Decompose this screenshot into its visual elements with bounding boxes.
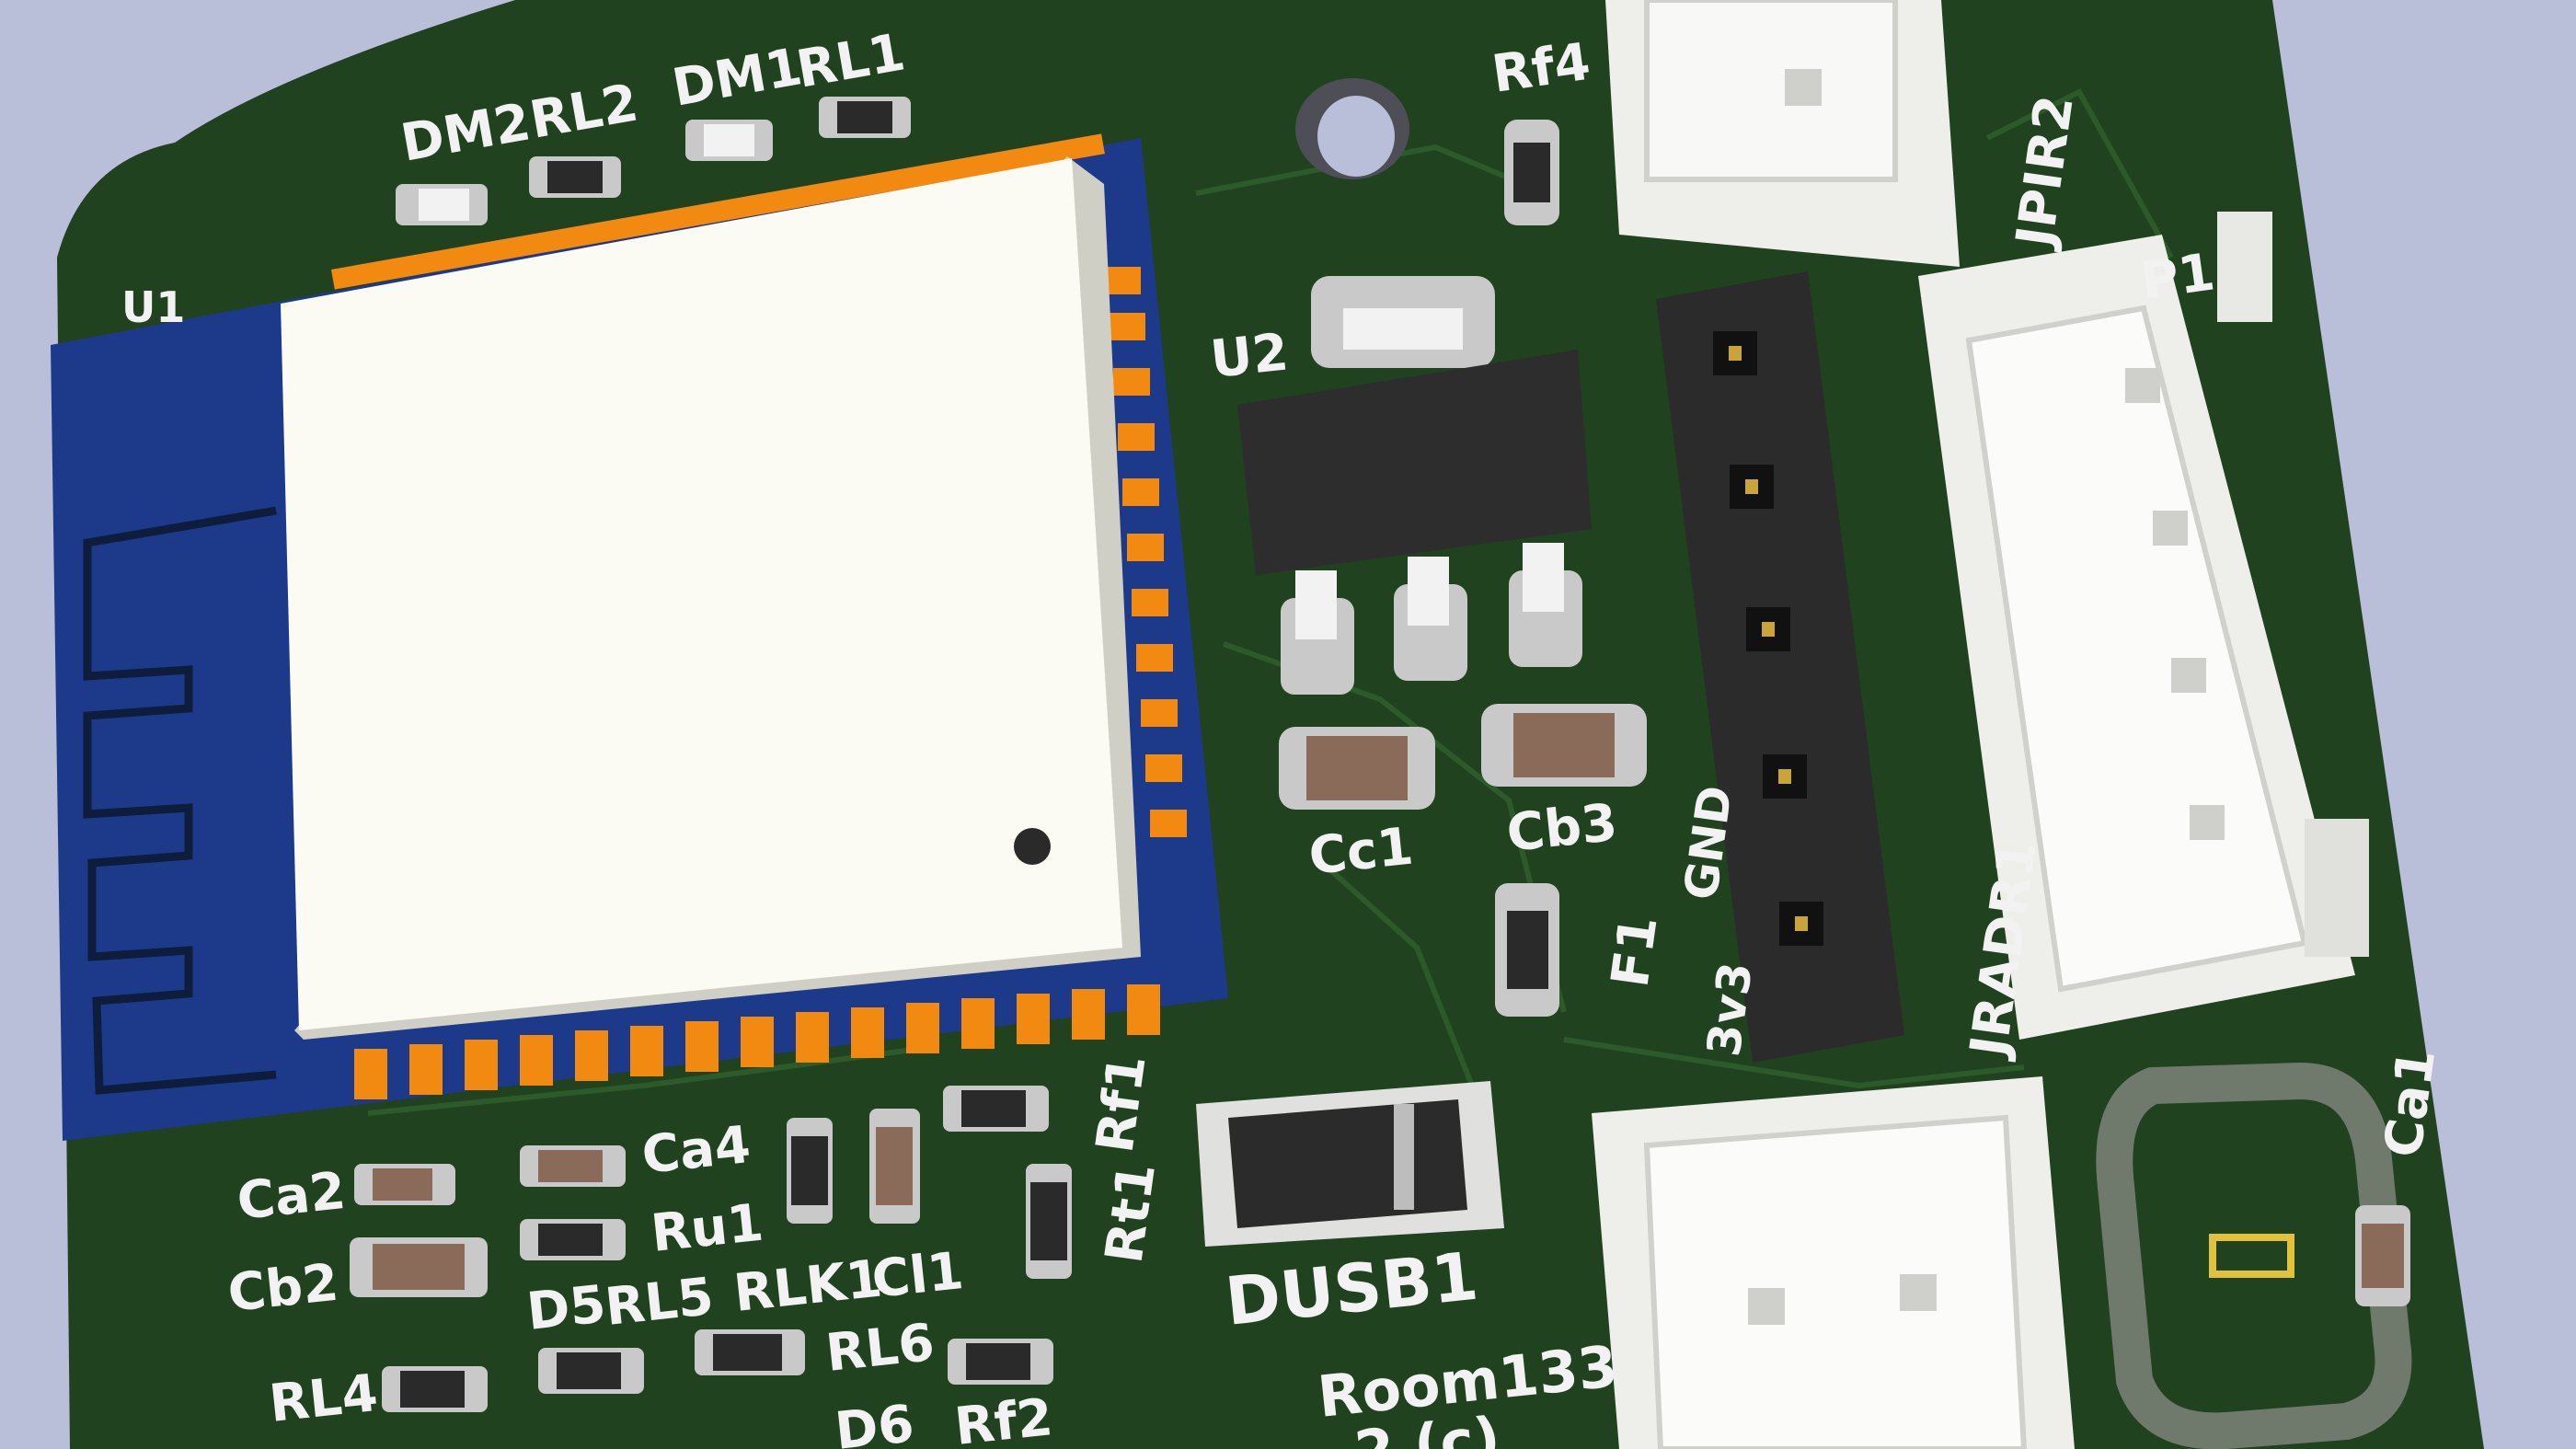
- label-d5: D5: [524, 1274, 609, 1342]
- label-rl5: RL5: [603, 1267, 717, 1338]
- label-f1: F1: [1600, 912, 1669, 991]
- resistor-rf4: [1504, 120, 1559, 225]
- voltage-regulator: [1237, 276, 1592, 695]
- esp32-module: [51, 133, 1228, 1141]
- label-p1: P1: [2137, 242, 2218, 312]
- label-cc1: Cc1: [1306, 816, 1416, 886]
- label-cb2: Cb2: [225, 1253, 341, 1324]
- label-ru1: Ru1: [649, 1193, 766, 1264]
- label-rf1: Rf1: [1085, 1051, 1157, 1156]
- label-rl6: RL6: [823, 1313, 937, 1384]
- mounting-hole-inner: [1317, 96, 1395, 177]
- regulator-body: [1237, 350, 1592, 575]
- small-components-top: [396, 97, 911, 225]
- label-3v3: 3v3: [1696, 959, 1763, 1059]
- label-u1: U1: [121, 282, 185, 332]
- label-cl1: Cl1: [869, 1241, 967, 1310]
- label-d6: D6: [833, 1394, 917, 1449]
- right-pads: [1104, 267, 1187, 837]
- shield-can: [281, 158, 1122, 1030]
- silkscreen-labels: DM2 RL2 DM1 RL1 Rf4 U1 U2 JPIR2 P1 Cc1 C…: [121, 22, 2447, 1449]
- small-components-bottom: [350, 1086, 1072, 1412]
- label-ca2: Ca2: [235, 1161, 349, 1232]
- label-ca1: Ca1: [2373, 1045, 2447, 1161]
- bottom-pads: [354, 984, 1160, 1099]
- label-rt1: Rt1: [1094, 1159, 1167, 1267]
- label-u2: U2: [1208, 322, 1292, 389]
- connector-bottom: [1592, 1076, 2075, 1449]
- regulator-tab: [1343, 308, 1463, 350]
- pin1-dot: [1014, 828, 1051, 865]
- connector-jpir2: [1605, 0, 1960, 267]
- diode-dusb1: [1196, 1081, 1504, 1247]
- label-rl4: RL4: [267, 1363, 381, 1434]
- label-ca4: Ca4: [639, 1115, 753, 1186]
- pin-header: [1656, 271, 1904, 1063]
- label-rf4: Rf4: [1489, 32, 1593, 105]
- label-rf2: Rf2: [952, 1387, 1056, 1449]
- top-pads: [331, 133, 1105, 290]
- sensor-module: [2096, 1062, 2412, 1449]
- capacitor-cc1: [1279, 727, 1435, 810]
- antenna-trace: [83, 506, 277, 1095]
- capacitor-cb3: [1481, 704, 1647, 787]
- connector-jradr1: [1918, 212, 2369, 1040]
- fuse-f1: [1495, 883, 1559, 1017]
- label-cb3: Cb3: [1504, 793, 1620, 864]
